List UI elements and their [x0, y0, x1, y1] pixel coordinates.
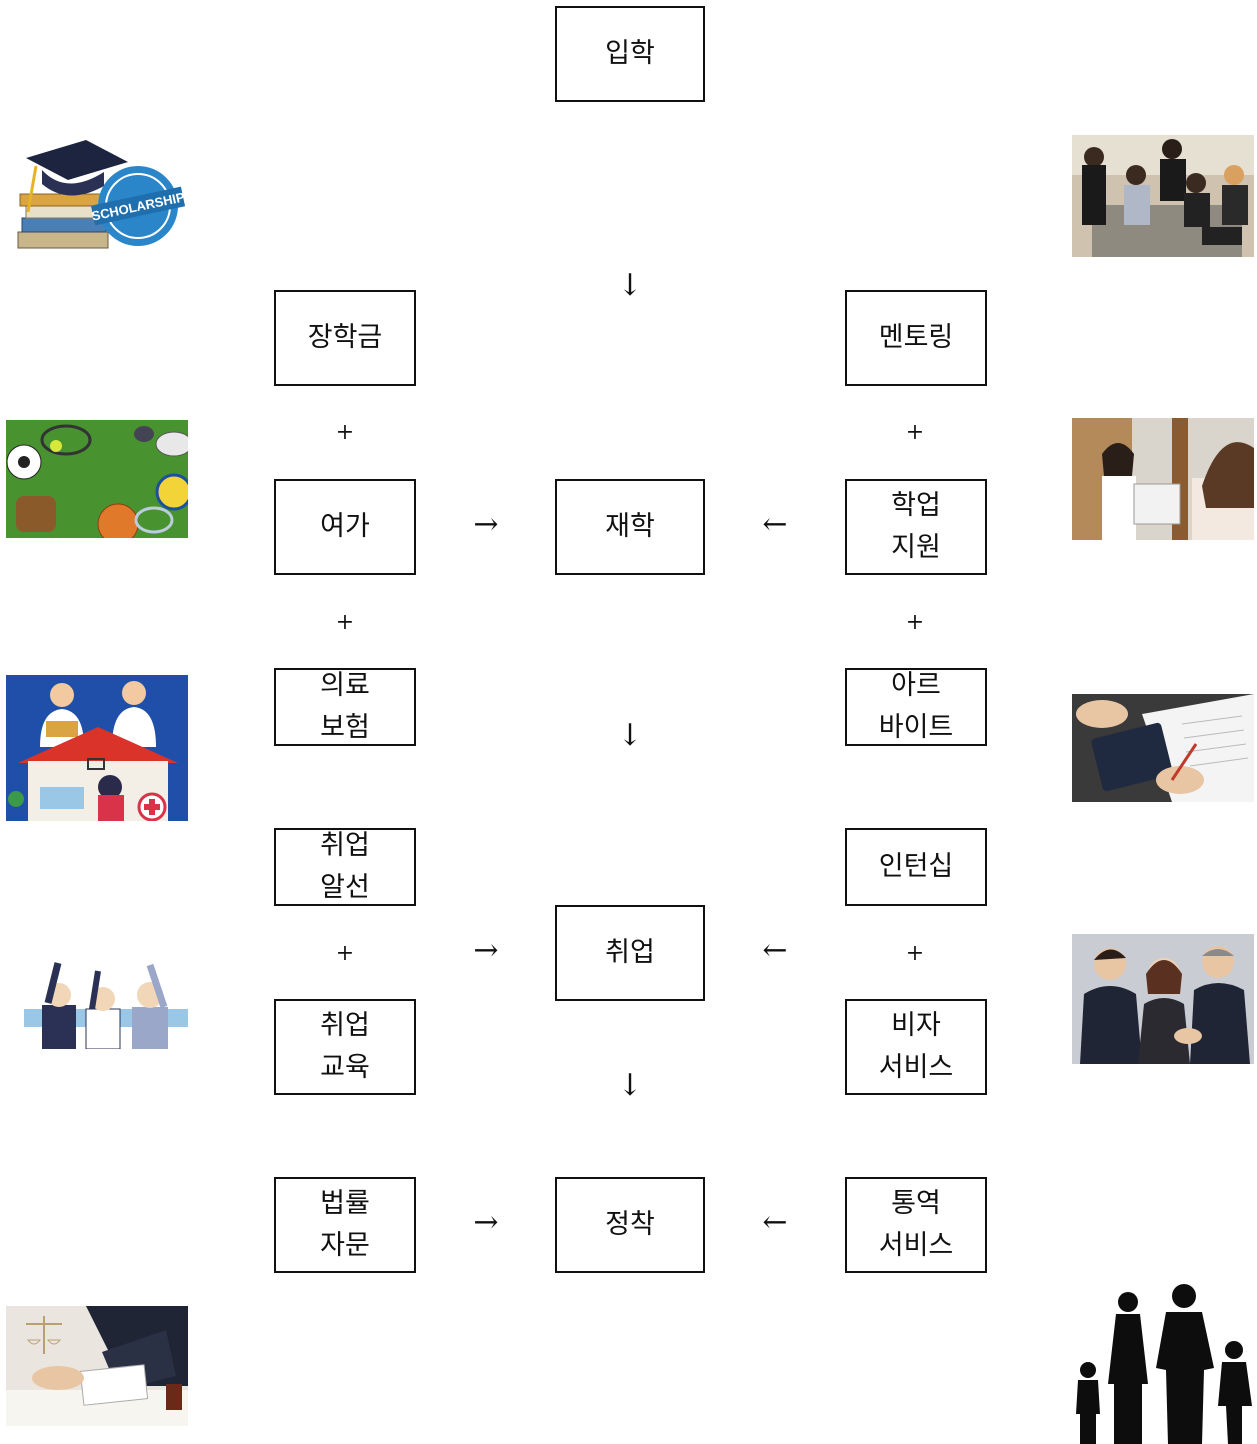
group-study-icon — [1072, 135, 1254, 257]
mentoring-image — [1072, 135, 1254, 257]
node-legal-advice-line2: 자문 — [320, 1230, 370, 1261]
settlement-family-image — [1072, 1284, 1254, 1444]
node-leisure-label: 여가 — [320, 511, 370, 542]
sports-equipment-icon — [6, 420, 188, 538]
node-academic-support: 학업 지원 — [845, 479, 987, 575]
node-medical-insurance: 의료 보험 — [274, 668, 416, 746]
service-desk-icon — [1072, 418, 1254, 540]
node-job-training: 취업 교육 — [274, 999, 416, 1095]
arrow-left-1: ← — [762, 507, 788, 542]
plus-right-2: + — [905, 610, 925, 635]
node-part-time-job-line2: 바이트 — [878, 712, 954, 743]
family-silhouette-icon — [1072, 1284, 1254, 1444]
sports-leisure-image — [6, 420, 188, 538]
node-legal-advice-line1: 법률 — [320, 1188, 370, 1219]
visa-service-image — [1072, 934, 1254, 1064]
node-visa-service-line1: 비자 — [891, 1010, 941, 1041]
node-interpretation-service-line1: 통역 — [891, 1188, 941, 1219]
plus-right-3: + — [905, 941, 925, 966]
arrow-left-3: ← — [762, 1205, 788, 1240]
plus-right-1: + — [905, 420, 925, 445]
node-medical-insurance-line2: 보험 — [320, 712, 370, 743]
cheering-workers-icon — [22, 953, 190, 1049]
plus-left-2: + — [335, 610, 355, 635]
part-time-job-image — [1072, 694, 1254, 802]
node-job-training-line2: 교육 — [320, 1052, 370, 1083]
node-internship-label: 인턴십 — [878, 851, 954, 882]
node-job-placement: 취업 알선 — [274, 828, 416, 906]
arrow-down-2: ↓ — [617, 718, 643, 753]
node-part-time-job-line1: 아르 — [891, 670, 941, 701]
arrow-right-3: → — [473, 1205, 499, 1240]
node-academic-support-line2: 지원 — [891, 532, 941, 563]
node-interpretation-service: 통역 서비스 — [845, 1177, 987, 1273]
node-employment: 취업 — [555, 905, 705, 1001]
node-settlement: 정착 — [555, 1177, 705, 1273]
node-interpretation-service-line2: 서비스 — [878, 1230, 954, 1261]
academic-support-image — [1072, 418, 1254, 540]
node-job-training-line1: 취업 — [320, 1010, 370, 1041]
medical-insurance-image — [6, 675, 188, 821]
node-legal-advice: 법률 자문 — [274, 1177, 416, 1273]
plus-left-1: + — [335, 420, 355, 445]
scholarship-image: SCHOLARSHIP — [6, 136, 188, 256]
node-visa-service: 비자 서비스 — [845, 999, 987, 1095]
node-admission: 입학 — [555, 6, 705, 102]
node-job-placement-line2: 알선 — [320, 872, 370, 903]
arrow-left-2: ← — [762, 933, 788, 968]
node-scholarship: 장학금 — [274, 290, 416, 386]
node-mentoring: 멘토링 — [845, 290, 987, 386]
job-placement-image — [22, 953, 190, 1049]
node-part-time-job: 아르 바이트 — [845, 668, 987, 746]
plus-left-3: + — [335, 941, 355, 966]
arrow-right-2: → — [473, 933, 499, 968]
legal-advice-image — [6, 1306, 188, 1426]
node-academic-support-line1: 학업 — [891, 490, 941, 521]
node-internship: 인턴십 — [845, 828, 987, 906]
doctors-house-icon — [6, 675, 188, 821]
node-mentoring-label: 멘토링 — [878, 322, 954, 353]
node-admission-label: 입학 — [605, 38, 655, 69]
node-enrolled: 재학 — [555, 479, 705, 575]
node-employment-label: 취업 — [605, 937, 655, 968]
node-leisure: 여가 — [274, 479, 416, 575]
node-job-placement-line1: 취업 — [320, 830, 370, 861]
node-visa-service-line2: 서비스 — [878, 1052, 954, 1083]
business-handshake-icon — [1072, 934, 1254, 1064]
node-medical-insurance-line1: 의료 — [320, 670, 370, 701]
node-scholarship-label: 장학금 — [307, 322, 383, 353]
lawyer-desk-icon — [6, 1306, 188, 1426]
arrow-down-1: ↓ — [617, 268, 643, 303]
node-enrolled-label: 재학 — [605, 511, 655, 542]
graduation-cap-books-icon: SCHOLARSHIP — [6, 136, 188, 256]
node-settlement-label: 정착 — [605, 1209, 655, 1240]
arrow-right-1: → — [473, 507, 499, 542]
passport-form-icon — [1072, 694, 1254, 802]
arrow-down-3: ↓ — [617, 1068, 643, 1103]
